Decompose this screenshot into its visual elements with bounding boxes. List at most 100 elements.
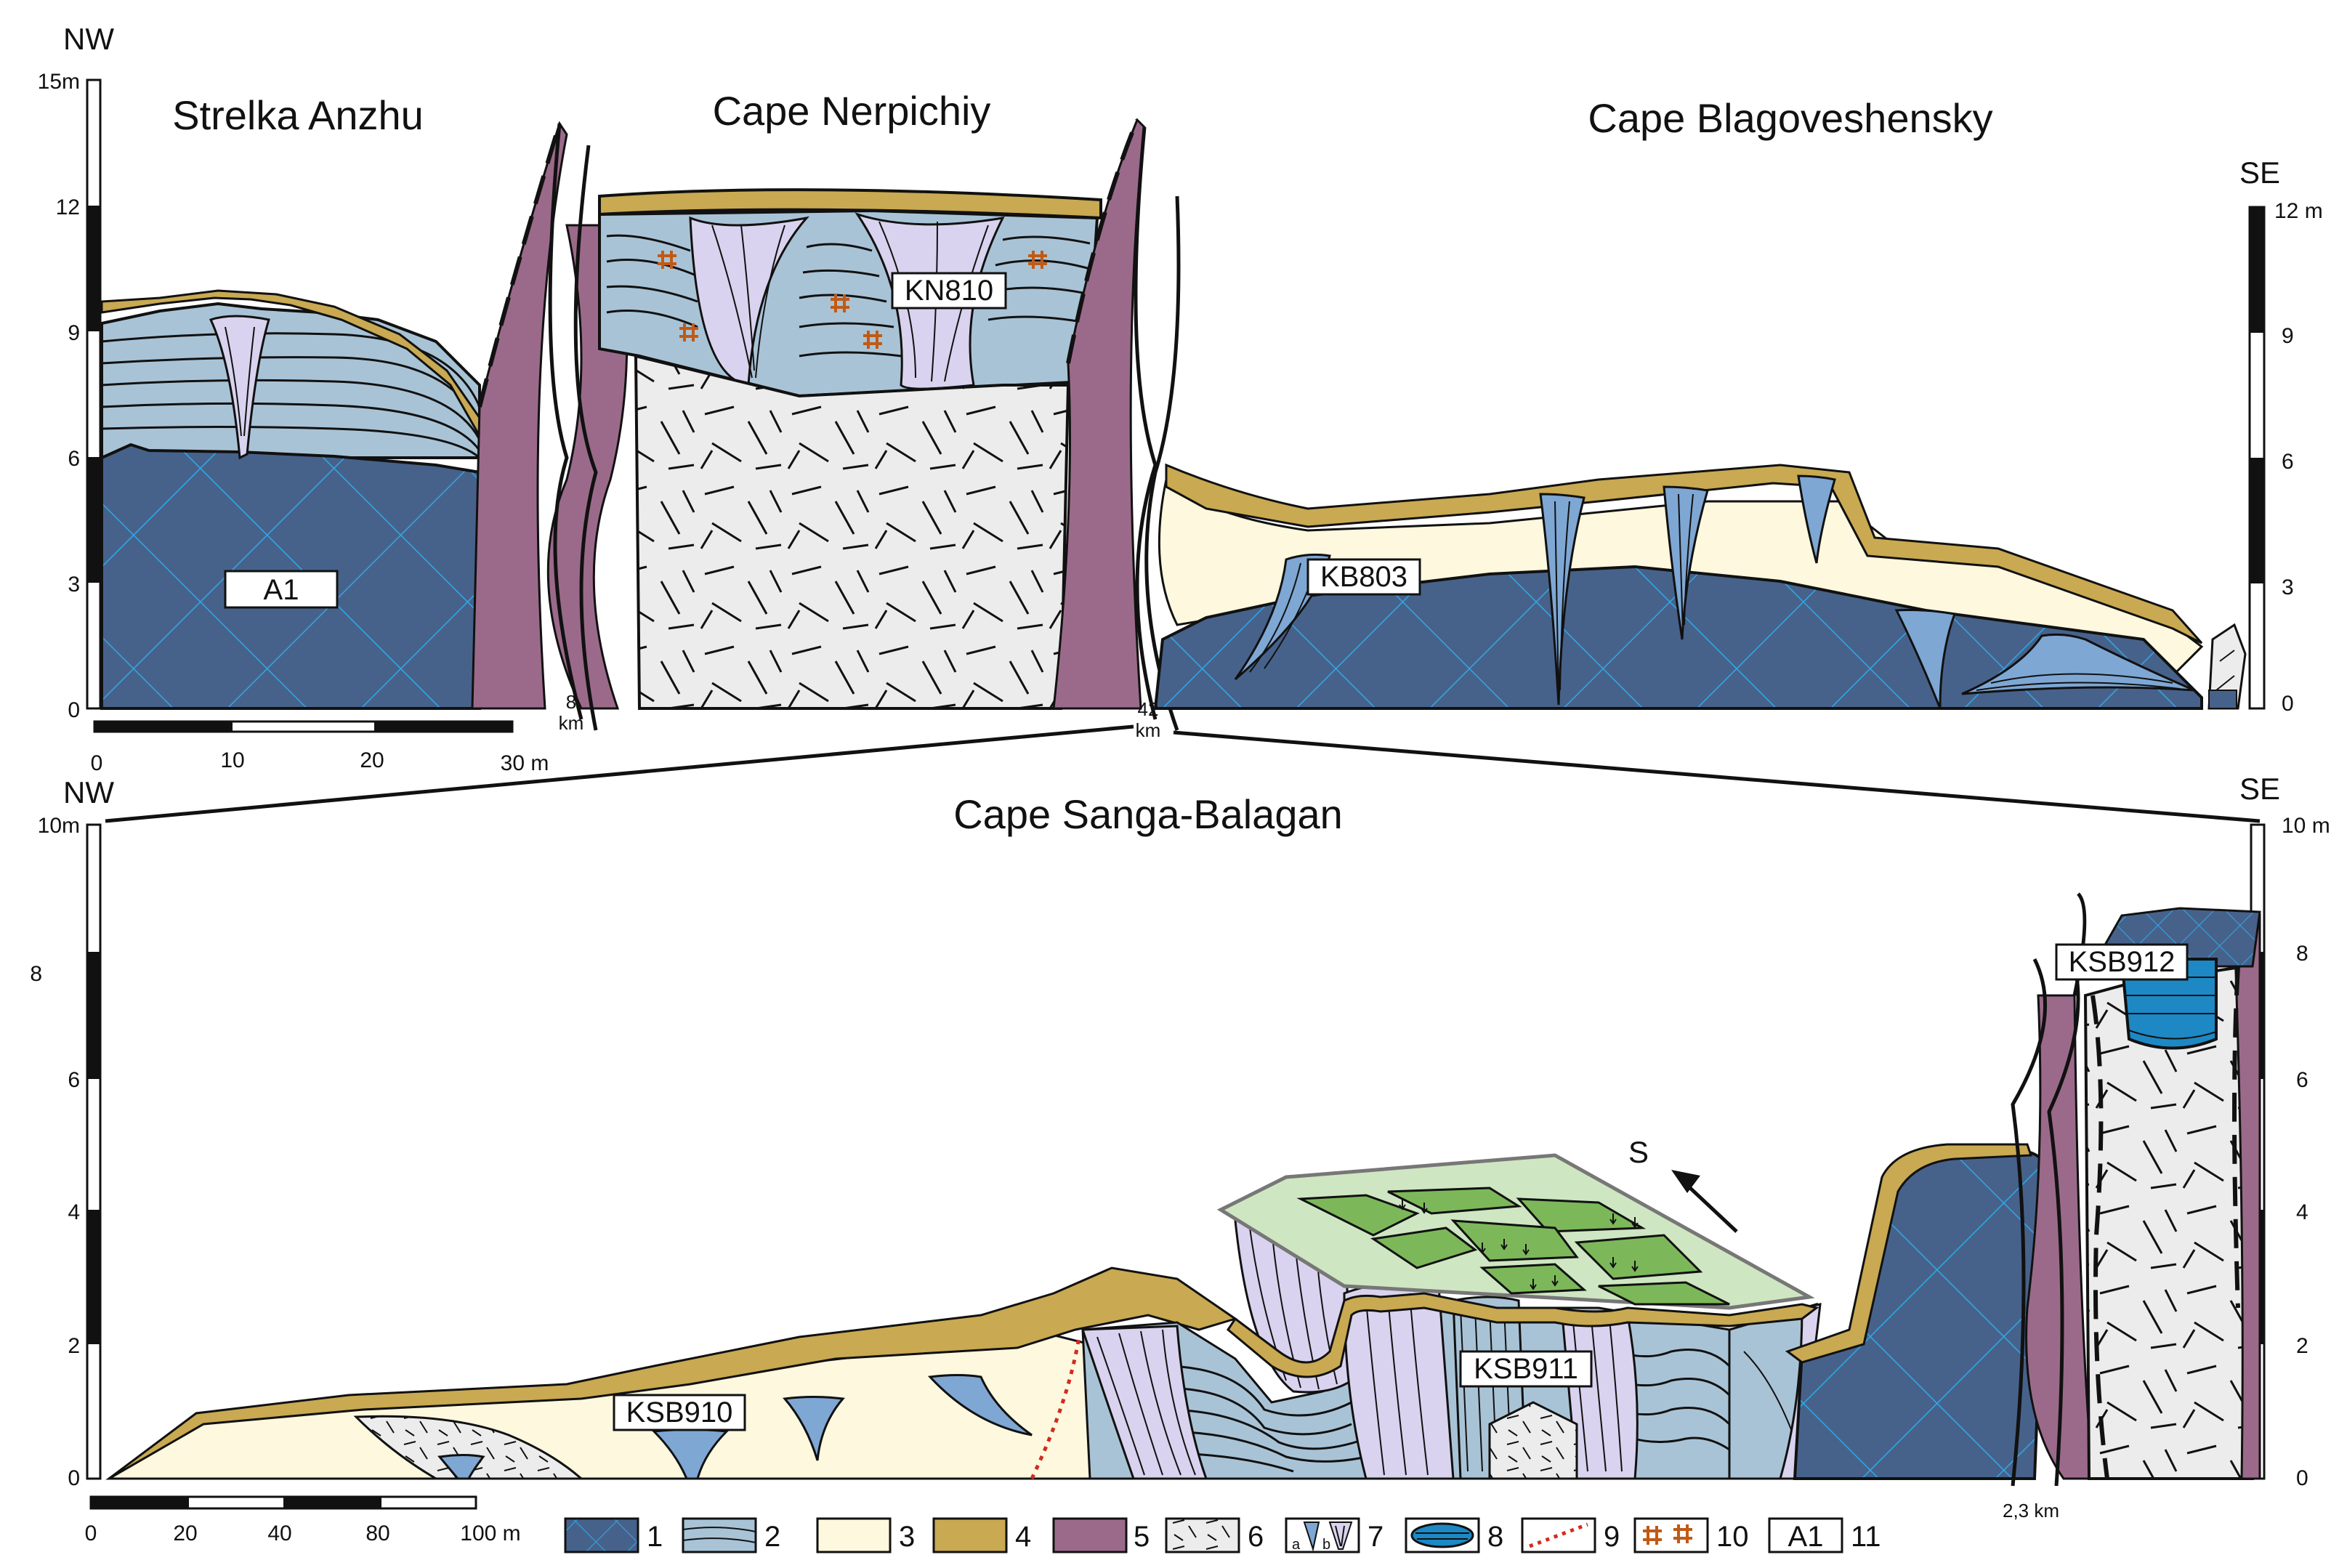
sample-ksb910-box [613,1394,746,1431]
top-right-vertical-scale: 12 m 9 6 3 0 [2248,199,2323,716]
top-left-tick-9: 9 [68,321,80,345]
top-left-vertical-scale: 15m 12 9 6 3 0 [38,70,102,722]
legend-swatch-3 [816,1517,892,1553]
gap1-value: 8 [566,691,576,713]
sample-kb803-box [1306,558,1421,596]
sample-ksb912-box [2055,943,2189,981]
bottom-right-tick-4: 4 [2296,1200,2308,1224]
top-dir-nw: NW [63,22,114,56]
bottom-left-vertical-scale: 10m 8 6 4 2 0 [30,814,102,1490]
bottom-hscale-80: 80 [365,1521,389,1545]
fault-line [1030,1336,1081,1480]
bottom-hscale-20: 20 [173,1521,197,1545]
gap2-value: 42 [1138,698,1159,720]
top-right-tick-12: 12 m [2274,199,2323,223]
sample-ksb912-label: KSB912 [2069,946,2176,978]
sample-ksb910-label: KSB910 [626,1397,733,1428]
sanga-balagan-profile: S KSB912 KSB910 K [105,892,2261,1521]
legend-swatch-10 [1633,1517,1709,1553]
bottom-dir-nw: NW [63,775,114,809]
legend-num-9: 9 [1604,1521,1620,1553]
legend-num-4: 4 [1015,1521,1031,1553]
bottom-hscale-40: 40 [267,1521,291,1545]
legend-num-10: 10 [1716,1521,1749,1553]
bottom-right-tick-2: 2 [2296,1334,2308,1358]
top-hscale-30: 30 m [501,751,549,775]
legend-swatch-9 [1521,1517,1596,1553]
bottom-left-tick-8: 8 [30,962,42,986]
bottom-left-tick-6: 6 [68,1068,80,1092]
title-cape-sanga-balagan: Cape Sanga-Balagan [953,791,1343,837]
legend-swatch-6 [1165,1517,1240,1553]
top-hscale-20: 20 [360,748,384,772]
bottom-left-tick-2: 2 [68,1334,80,1358]
gap2-unit: km [1136,719,1161,741]
sample-a1-box [224,570,339,609]
top-right-tick-0: 0 [2282,692,2294,716]
sample-a1-label: A1 [264,574,299,606]
top-left-tick-12: 12 [56,195,80,219]
top-hscale-0: 0 [91,751,103,775]
legend-num-11: 11 [1851,1521,1881,1553]
strelka-anzhu-section: A1 [100,289,481,710]
sample-kn810-label: KN810 [905,275,993,307]
gap-2-3-km: 2,3 km [2003,1500,2059,1521]
legend-11-label: A1 [1788,1521,1824,1553]
sample-ksb911-label: KSB911 [1474,1353,1578,1385]
bottom-left-tick-0: 0 [68,1466,80,1490]
legend-num-2: 2 [764,1521,780,1553]
blue-lens [2120,958,2218,1050]
bottom-right-tick-8: 8 [2296,942,2308,966]
top-horizontal-scale: 0 10 20 30 m [91,720,549,775]
sample-ksb911-box [1459,1350,1593,1388]
legend: 1 2 3 4 5 6 a b 7 8 9 [564,1517,1881,1553]
legend-7a: a [1292,1537,1301,1553]
gap1-unit: km [559,712,584,734]
bottom-right-vertical-scale: 10 m 8 6 4 2 0 [2250,814,2330,1490]
legend-swatch-2 [682,1517,757,1553]
bottom-left-tick-10: 10m [38,814,80,838]
title-strelka-anzhu: Strelka Anzhu [172,92,424,138]
purple-band-nerpichiy-blagoveshensky [1052,118,1181,731]
cape-blagoveshensky-section: KB803 [1153,463,2247,710]
bottom-section: Cape Sanga-Balagan NW SE 10m 8 6 4 2 0 1… [30,772,2330,1545]
top-right-tick-3: 3 [2282,575,2294,599]
hash-symbols-nerpichiy [658,251,1047,349]
legend-swatch-1 [564,1517,639,1553]
legend-swatch-4 [932,1517,1008,1553]
bottom-right-tick-0: 0 [2296,1466,2308,1490]
bottom-right-tick-6: 6 [2296,1068,2308,1092]
bottom-left-tick-4: 4 [68,1200,80,1224]
title-cape-blagoveshensky: Cape Blagoveshensky [1588,95,1992,141]
top-left-tick-3: 3 [68,573,80,597]
sample-kb803-label: KB803 [1320,561,1407,593]
legend-num-8: 8 [1487,1521,1503,1553]
zoom-connector-lines [105,724,2261,823]
bottom-hscale-100: 100 m [460,1521,520,1545]
legend-num-6: 6 [1248,1521,1264,1553]
compass-label-s: S [1628,1135,1649,1169]
top-section: Strelka Anzhu Cape Nerpichiy Cape Blagov… [38,22,2323,775]
top-right-tick-6: 6 [2282,450,2294,474]
legend-num-3: 3 [899,1521,915,1553]
legend-7b: b [1322,1537,1330,1553]
top-left-tick-0: 0 [68,698,80,722]
cape-nerpichiy-section: KN810 [598,188,1102,710]
top-hscale-10: 10 [220,748,244,772]
bottom-right-tick-10: 10 m [2282,814,2330,838]
legend-num-1: 1 [647,1521,663,1553]
bottom-dir-se: SE [2239,772,2280,806]
sample-kn810-box [891,272,1007,310]
top-right-tick-9: 9 [2282,324,2294,348]
bottom-horizontal-scale: 0 20 40 80 100 m [85,1495,521,1545]
top-left-tick-15: 15m [38,70,80,94]
legend-swatch-5 [1052,1517,1128,1553]
title-cape-nerpichiy: Cape Nerpichiy [713,88,991,134]
top-left-tick-6: 6 [68,447,80,471]
legend-swatch-11 [1768,1517,1843,1553]
ice-wedge-polygons [1296,1187,1730,1306]
legend-num-5: 5 [1134,1521,1150,1553]
legend-num-7: 7 [1368,1521,1383,1553]
bottom-hscale-0: 0 [85,1521,97,1545]
